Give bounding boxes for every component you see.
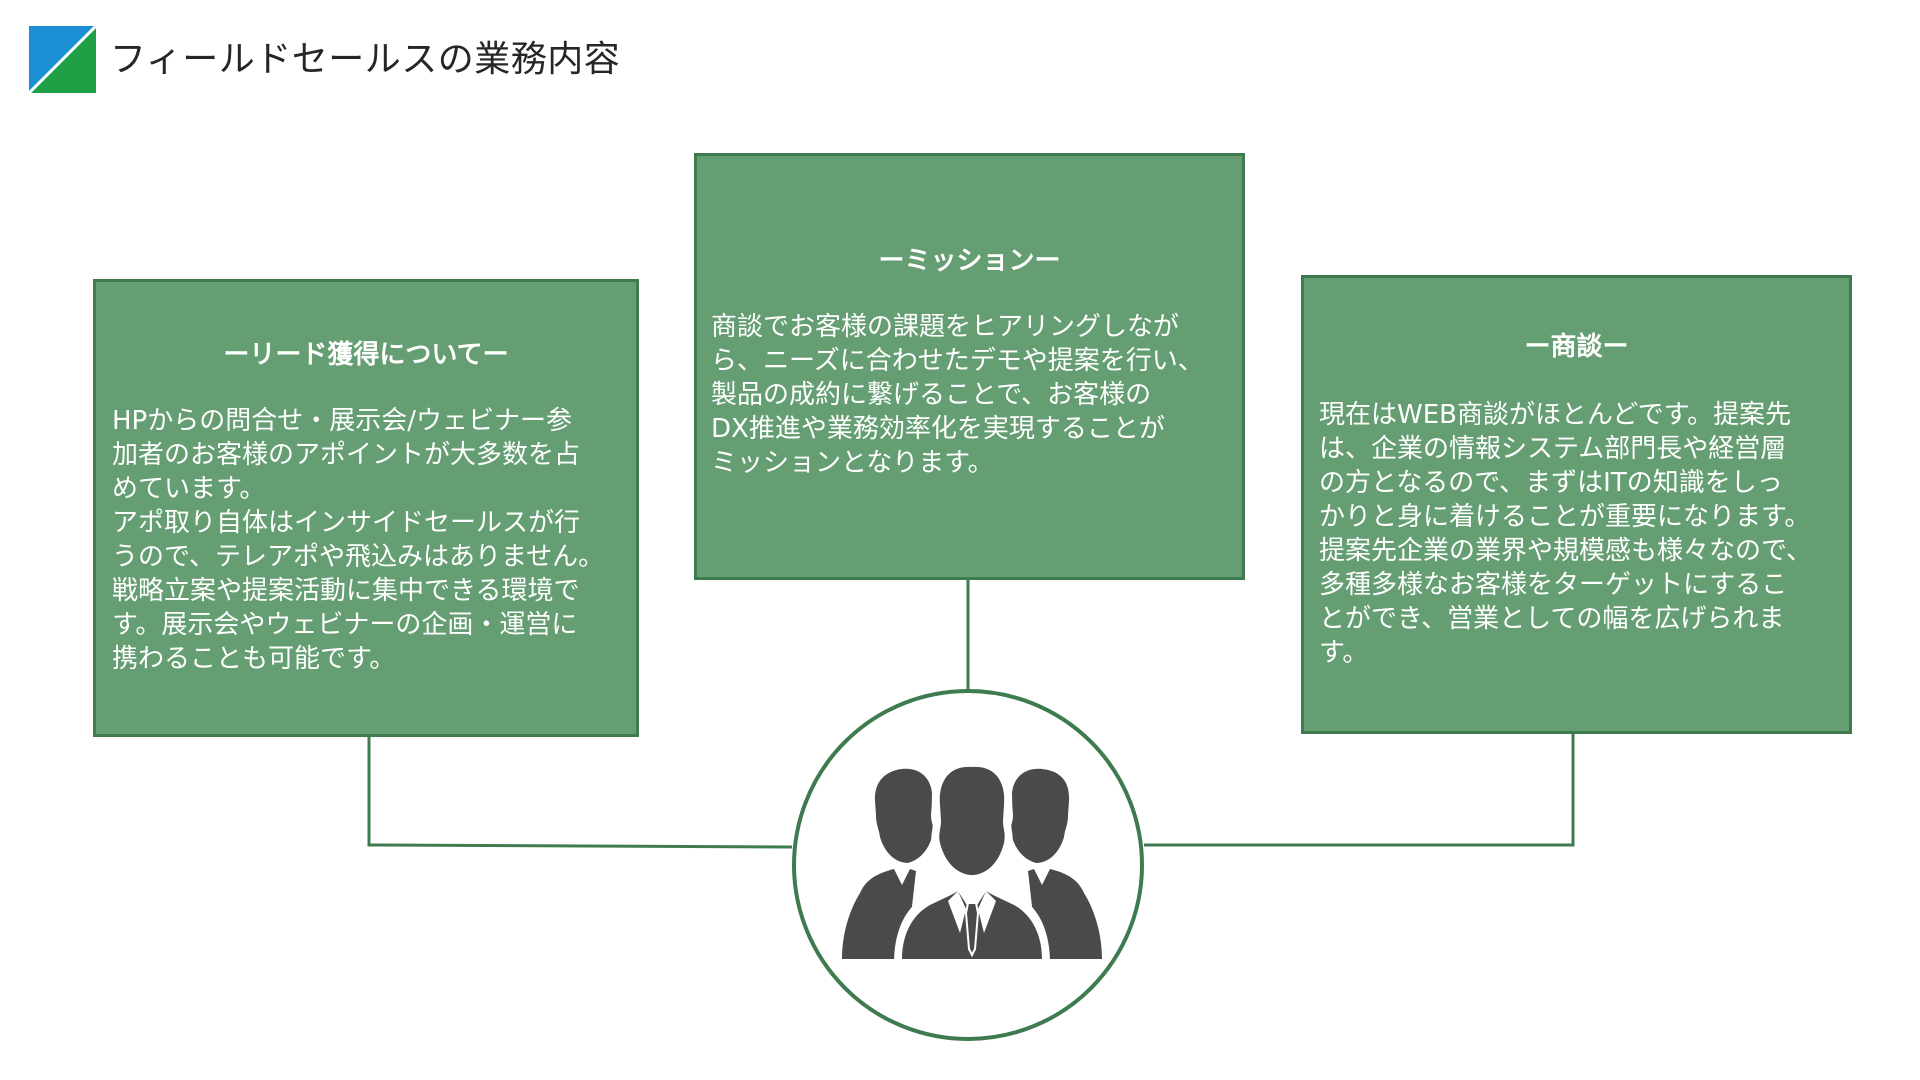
team-circle (792, 689, 1144, 1041)
card-mission: ーミッションー 商談でお客様の課題をヒアリングしなが ら、ニーズに合わせたデモや… (694, 153, 1245, 580)
page-title: フィールドセールスの業務内容 (110, 39, 621, 80)
card-body: 現在はWEB商談がほとんどです。提案先 は、企業の情報システム部門長や経営層 の… (1319, 400, 1812, 668)
card-body: 商談でお客様の課題をヒアリングしなが ら、ニーズに合わせたデモや提案を行い、 製… (711, 312, 1204, 478)
card-body: HPからの問合せ・展示会/ウェビナー参 加者のお客様のアポイントが大多数を占 め… (112, 406, 605, 674)
card-title: ーミッションー (878, 246, 1061, 276)
diagonal-split-logo-icon (29, 26, 96, 93)
card-title: ー商談ー (1524, 332, 1629, 362)
card-title: ーリード獲得についてー (223, 340, 509, 370)
connector-meeting (1144, 732, 1575, 847)
business-team-icon (842, 763, 1102, 963)
card-sales-meeting: ー商談ー 現在はWEB商談がほとんどです。提案先 は、企業の情報システム部門長や… (1301, 275, 1852, 734)
card-lead-acquisition: ーリード獲得についてー HPからの問合せ・展示会/ウェビナー参 加者のお客様のア… (93, 279, 639, 737)
connector-lead (367, 735, 793, 849)
